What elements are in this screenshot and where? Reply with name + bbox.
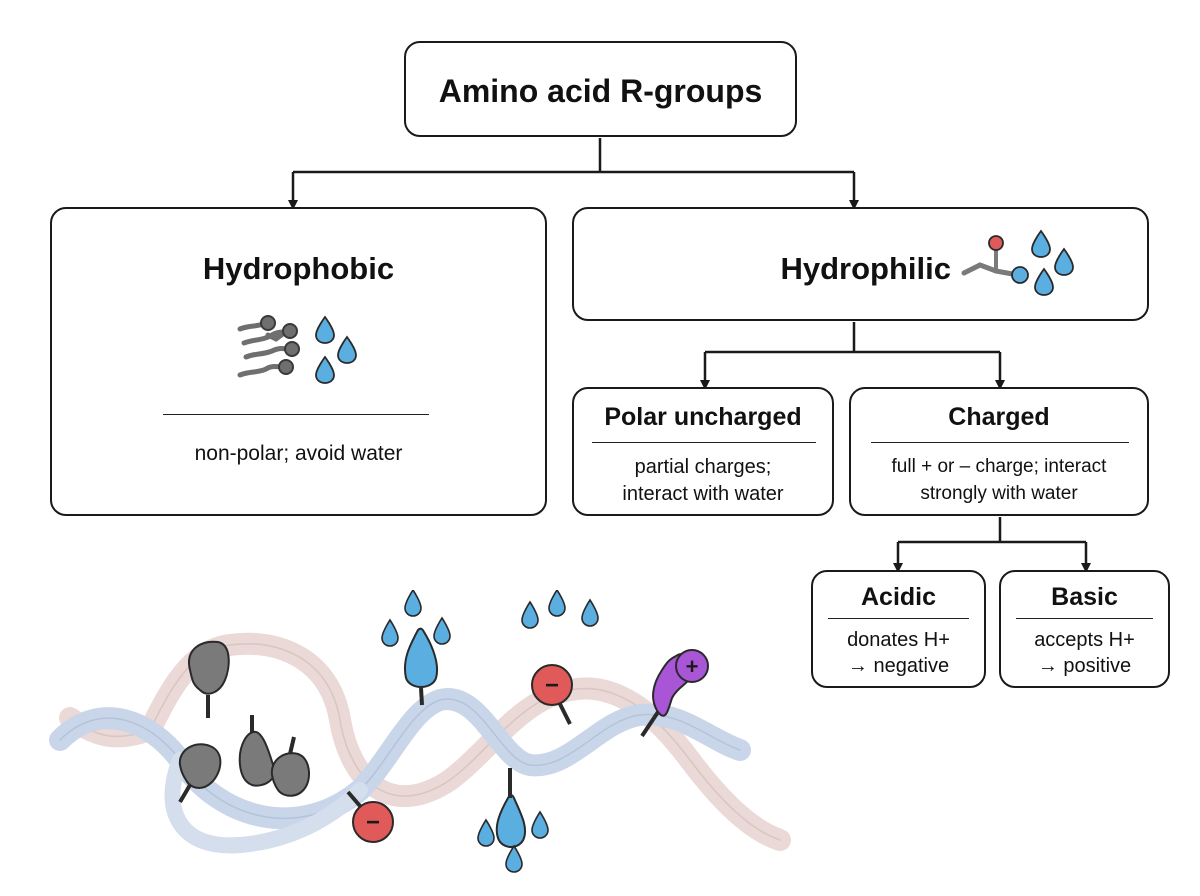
hydrophobic-r-groups: [178, 640, 311, 804]
charged-description-line1: full + or – charge; interact: [891, 456, 1107, 477]
polar-r-groups: [404, 627, 526, 848]
charged-title: Charged: [948, 403, 1050, 431]
illustration-water-drops: [381, 590, 599, 873]
polar-molecule-with-water-drops-icon: [958, 229, 1088, 307]
acidic-description-line2: → negative: [847, 655, 950, 677]
polar-uncharged-title: Polar uncharged: [604, 403, 802, 431]
hydrophilic-node: Hydrophilic: [572, 207, 1149, 321]
polar-uncharged-node: Polar uncharged partial charges; interac…: [572, 387, 834, 516]
charged-divider: [871, 442, 1129, 443]
basic-divider: [1016, 618, 1153, 619]
root-title: Amino acid R-groups: [438, 73, 763, 109]
hydrophilic-title: Hydrophilic: [780, 251, 951, 286]
basic-node: Basic accepts H+ → positive: [999, 570, 1170, 688]
basic-title: Basic: [1051, 583, 1118, 611]
acidic-title: Acidic: [860, 583, 937, 611]
acidic-node: Acidic donates H+ → negative: [811, 570, 986, 688]
hydrophobic-divider: [163, 414, 429, 415]
negative-r-groups: [346, 664, 573, 843]
polar-uncharged-description-line1: partial charges;: [634, 456, 772, 478]
negative-sign-bottom: −: [366, 809, 380, 836]
hydrophobic-title: Hydrophobic: [202, 251, 395, 286]
hydrophobic-description: non-polar; avoid water: [194, 442, 403, 465]
charged-connector: [893, 517, 1091, 573]
basic-description-line2: → positive: [1037, 655, 1132, 677]
charged-node: Charged full + or – charge; interact str…: [849, 387, 1149, 516]
positive-r-group: [640, 649, 709, 738]
root-connector: [288, 138, 859, 210]
basic-description-line1: accepts H+: [1034, 629, 1135, 651]
acidic-description-line1: donates H+: [847, 629, 950, 651]
protein-ribbon-with-r-groups-illustration: − − +: [49, 590, 791, 873]
nonpolar-chains-with-water-drops-icon: [232, 309, 372, 395]
acidic-divider: [828, 618, 969, 619]
positive-sign: +: [686, 654, 699, 679]
ribbon-pink-strand: [59, 632, 791, 851]
charged-description-line2: strongly with water: [920, 483, 1078, 504]
negative-sign-top: −: [545, 672, 559, 699]
hydrophilic-connector: [700, 322, 1005, 390]
hydrophobic-node: Hydrophobic: [50, 207, 547, 516]
root-node: Amino acid R-groups: [404, 41, 797, 137]
polar-uncharged-divider: [592, 442, 816, 443]
polar-uncharged-description-line2: interact with water: [622, 483, 784, 505]
